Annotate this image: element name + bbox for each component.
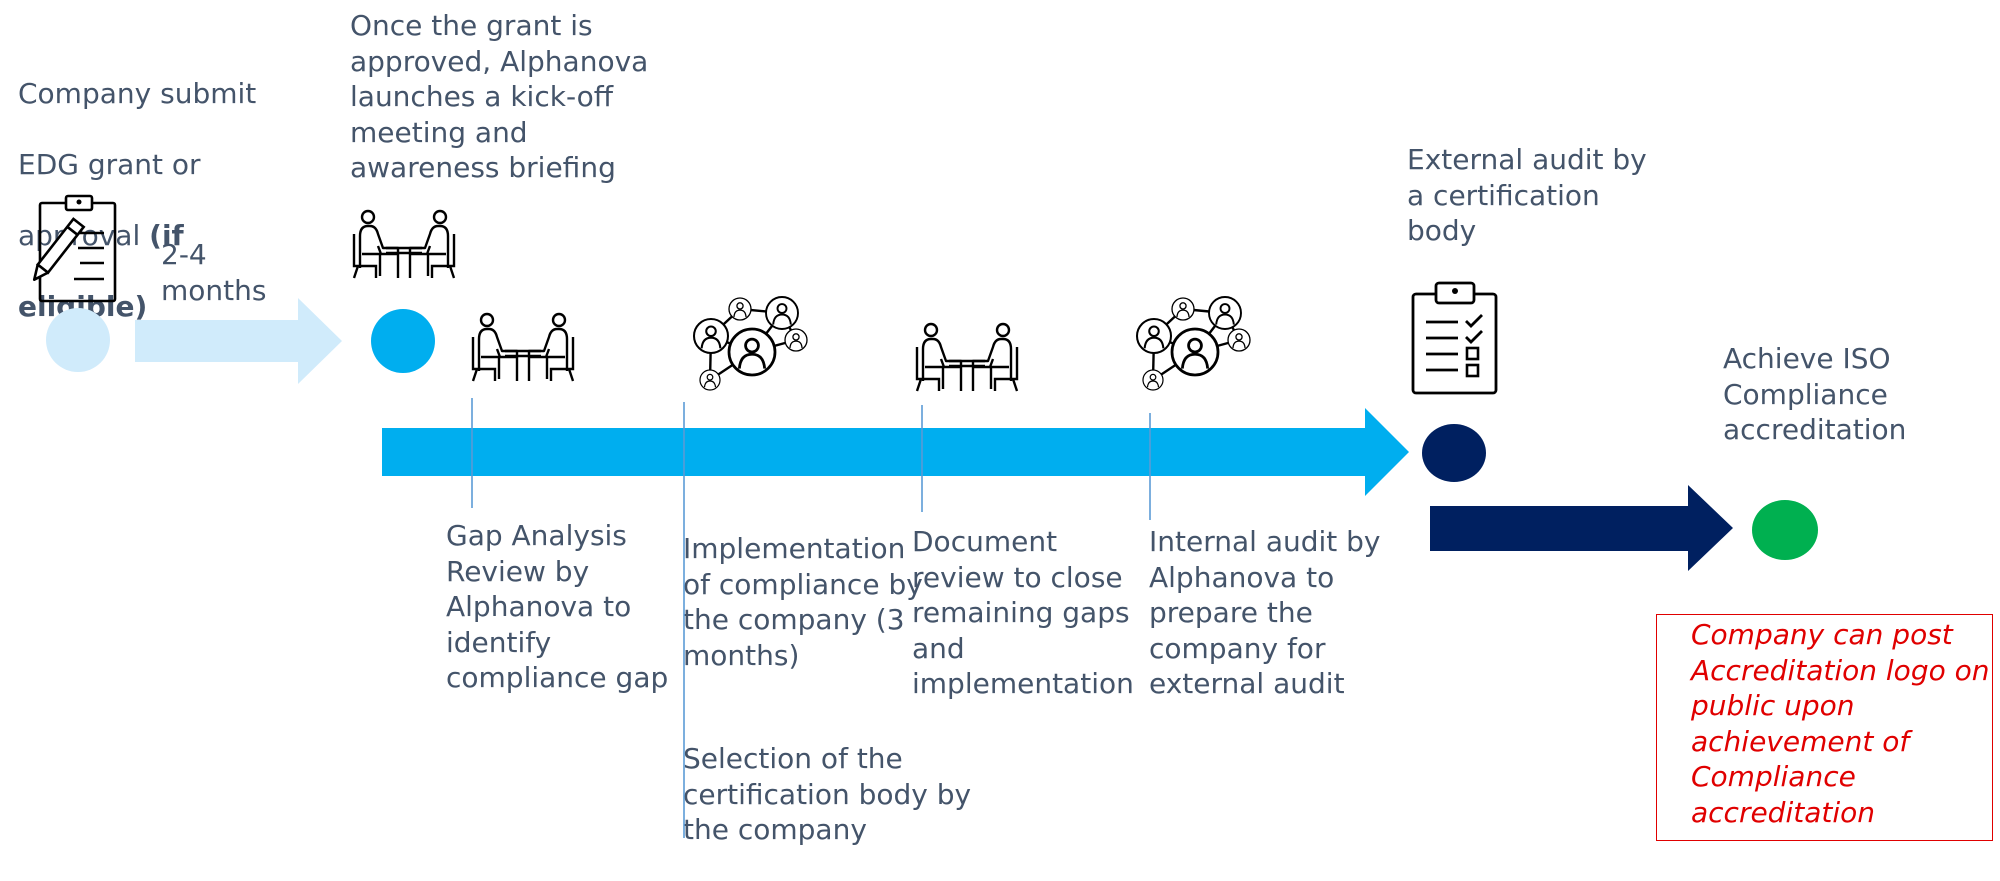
submit-line-3-bold: (if	[149, 218, 184, 252]
step-external-audit-marker	[1422, 424, 1486, 482]
submit-line-1: Company submit	[18, 76, 257, 110]
submit-line-2: EDG grant or	[18, 147, 201, 181]
accreditation-note-text: Company can post Accreditation logo on p…	[1691, 618, 1990, 829]
submit-duration-arrow	[135, 298, 342, 384]
step-kickoff-marker	[371, 309, 435, 373]
clipboard-pencil-icon	[32, 194, 117, 303]
network-icon	[694, 297, 807, 390]
step-external-audit-label: External audit by a certification body	[1407, 143, 1647, 247]
main-timeline-arrow	[382, 408, 1409, 496]
step-achieve-marker	[1752, 500, 1818, 560]
step-submit-marker	[46, 308, 110, 372]
step-document-review-label: Document review to close remaining gaps …	[912, 525, 1134, 700]
duration-label: 2-4 months	[161, 238, 267, 307]
step-kickoff-label: Once the grant is approved, Alphanova la…	[350, 9, 649, 184]
external-audit-arrow	[1430, 485, 1733, 571]
step-implementation-label: Implementation of compliance by the comp…	[683, 532, 923, 672]
clipboard-checklist-icon	[1411, 281, 1498, 395]
step-achieve-label: Achieve ISO Compliance accreditation	[1723, 342, 1907, 446]
network-icon	[1137, 297, 1250, 390]
meeting-icon	[352, 209, 456, 280]
meeting-icon	[471, 312, 575, 383]
meeting-icon	[915, 322, 1019, 393]
accreditation-note-box	[1656, 614, 1993, 841]
step-internal-audit-label: Internal audit by Alphanova to prepare t…	[1149, 525, 1381, 700]
step-gap-analysis-label: Gap Analysis Review by Alphanova to iden…	[446, 519, 669, 694]
step-selection-label: Selection of the certification body by t…	[683, 742, 972, 846]
